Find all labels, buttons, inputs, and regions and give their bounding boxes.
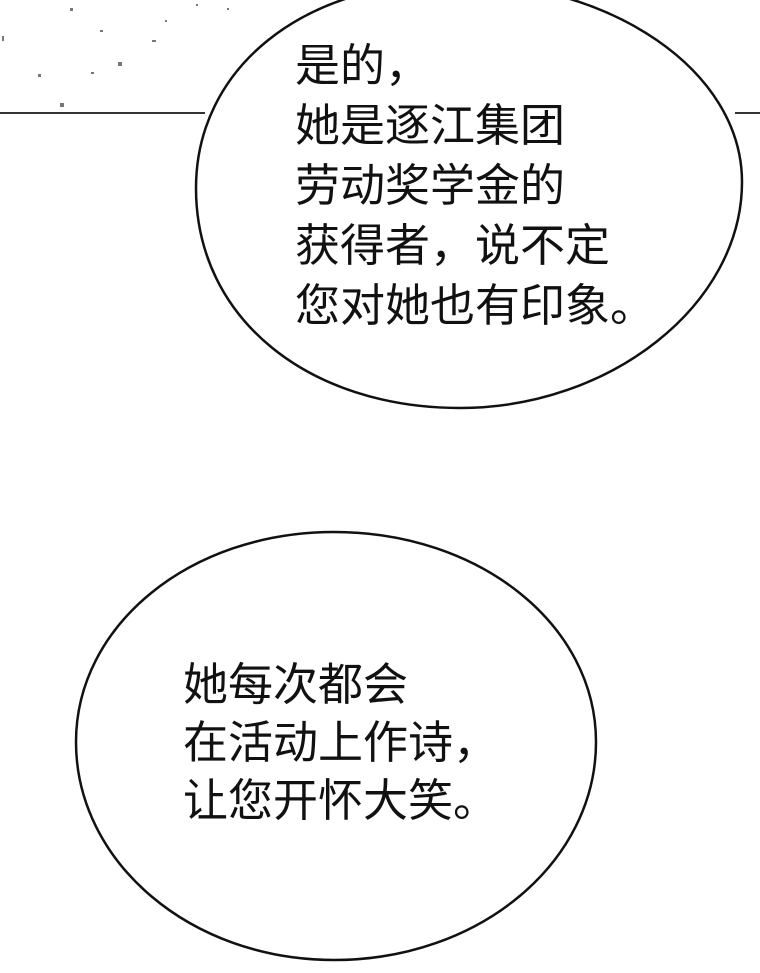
speech-line: 让您开怀大笑。 (183, 774, 499, 827)
speech-text-1: 是的， 她是逐江集团 劳动奖学金的 获得者，说不定 您对她也有印象。 (295, 36, 655, 336)
speech-line: 她每次都会 (183, 658, 409, 711)
speech-line: 获得者，说不定 (295, 219, 611, 272)
speech-bubble-1 (194, 0, 744, 410)
speckle-debris (2, 4, 229, 107)
speech-line: 在活动上作诗， (183, 716, 499, 769)
speech-line: 您对她也有印象。 (295, 279, 656, 332)
speech-line: 是的， (295, 39, 431, 92)
speech-line: 劳动奖学金的 (295, 159, 566, 212)
speech-text-2: 她每次都会 在活动上作诗， 让您开怀大笑。 (183, 656, 498, 830)
speech-bubble-2 (74, 530, 598, 962)
speech-line: 她是逐江集团 (295, 99, 566, 152)
